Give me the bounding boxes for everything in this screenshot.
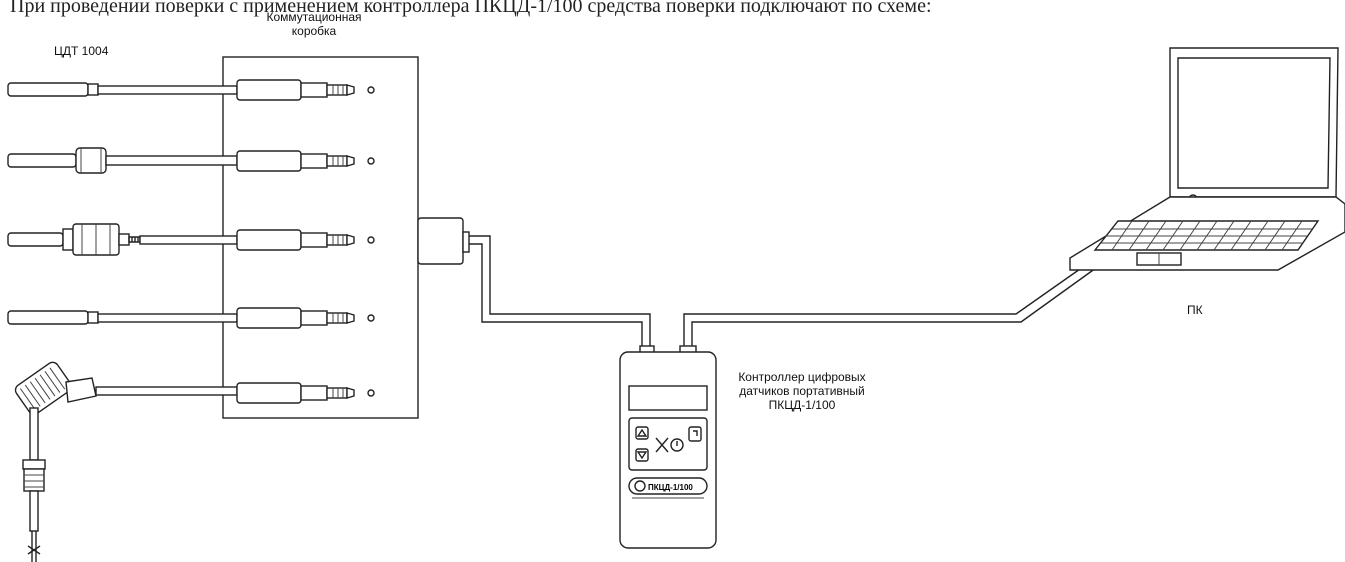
controller-device: ПКЦД-1/100 [619,345,717,549]
cable-box-to-controller [469,235,651,348]
sensor-label: ЦДТ 1004 [54,44,109,58]
jack-connector-2 [236,150,375,172]
junction-box-label-line-2: коробка [291,24,337,38]
jack-connector-5 [236,382,375,404]
controller-display [628,385,708,411]
sensor-4 [7,310,238,325]
device-badge [628,477,708,495]
header-text: При проведении поверки с применением кон… [10,0,932,17]
box-output-connector [417,217,470,265]
controller-label-line-2: датчиков портативный [739,384,865,398]
controller-label-line-1: Контроллер цифровых [738,370,866,384]
enter-icon [688,426,702,442]
sensor-2 [7,147,238,174]
sensor-5 [14,361,238,562]
junction-box-label-line-1: Коммутационная [266,10,362,24]
cross-icon [655,437,669,453]
jack-connector-3 [236,229,375,251]
jack-connector-1 [236,79,375,101]
controller-keypad [628,417,708,471]
junction-box-label: Коммутационная коробка [262,10,366,38]
sensor-1 [7,82,238,97]
cable-controller-to-pc [683,261,1097,351]
pc-label: ПК [1187,303,1203,317]
jack-connector-4 [236,307,375,329]
controller-label-line-3: ПКЦД-1/100 [768,398,836,412]
sensor-3 [7,223,238,256]
laptop [1069,47,1345,271]
device-badge-text: ПКЦД-1/100 [648,483,693,492]
controller-label: Контроллер цифровых датчиков портативный… [717,370,887,412]
